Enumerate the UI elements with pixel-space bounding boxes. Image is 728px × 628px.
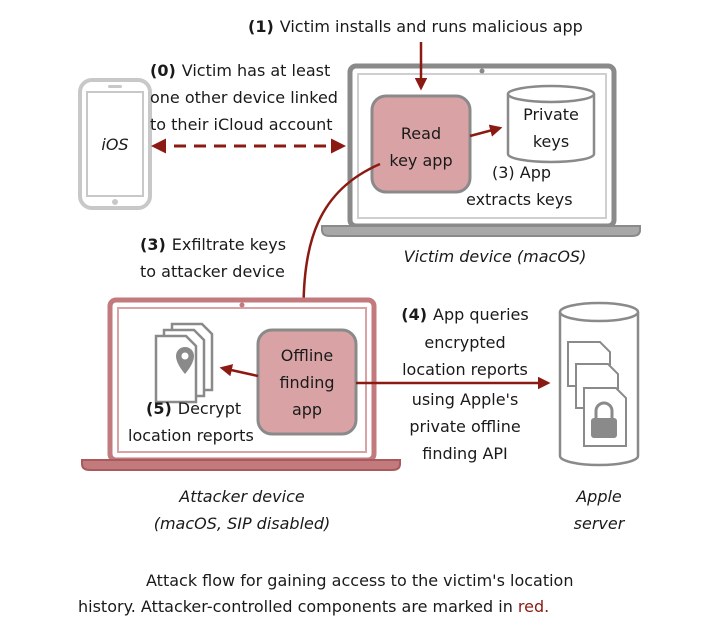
step0-line3: to their iCloud account [150, 115, 333, 134]
apple-server-label-line1: Apple [575, 487, 622, 506]
read-keys-arrow [469, 124, 503, 138]
server-icon [558, 301, 640, 467]
step4-line2: encrypted [424, 333, 505, 352]
step3-exfil-line1-text: Exfiltrate keys [172, 235, 286, 254]
step0-line1-text: Victim has at least [182, 61, 330, 80]
read-key-app-line2: key app [389, 151, 452, 170]
step3-exfil-number: (3) [140, 235, 166, 254]
read-key-app-line1: Read [401, 124, 441, 143]
step1-label: (1) Victim installs and runs malicious ap… [248, 17, 583, 36]
attacker-device-label-line2: (macOS, SIP disabled) [154, 514, 331, 533]
caption-line2-text: history. Attacker-controlled components … [78, 597, 513, 616]
attacker-device-label-line1: Attacker device [178, 487, 305, 506]
step4-line3: location reports [402, 360, 528, 379]
figure-caption: Attack flow for gaining access to the vi… [78, 568, 678, 620]
caption-red-word: red. [517, 597, 550, 616]
step5-line1-text: Decrypt [178, 399, 241, 418]
private-keys-line2: keys [533, 132, 569, 151]
step3-extract-line1: (3) App [492, 163, 551, 182]
attack-flow-diagram: iOS Read key app Private keys (3) App ex… [78, 17, 641, 533]
offline-app-line3: app [292, 400, 322, 419]
step4-line6: finding API [422, 444, 508, 463]
private-keys-line1: Private [523, 105, 579, 124]
caption-line2: history. Attacker-controlled components … [78, 594, 678, 620]
read-key-app-box [370, 94, 472, 194]
caption-line1: Attack flow for gaining access to the vi… [146, 571, 574, 590]
step3-exfil-line1: (3) Exfiltrate keys [140, 235, 286, 254]
step0-line2: one other device linked [150, 88, 338, 107]
exfiltrate-arrow [297, 162, 381, 331]
step5-number: (5) [146, 399, 172, 418]
offline-app-line2: finding [279, 373, 334, 392]
step1-text: Victim installs and runs malicious app [280, 17, 583, 36]
offline-app-line1: Offline [281, 346, 334, 365]
phone-icon [78, 78, 152, 210]
step3-extract-line2: extracts keys [466, 190, 573, 209]
step4-line1: (4) App queries [401, 305, 528, 324]
step0-line1: (0) Victim has at least [150, 61, 330, 80]
step3-exfil-line2: to attacker device [140, 262, 285, 281]
step4-line4: using Apple's [412, 390, 519, 409]
lock-icon [591, 401, 617, 438]
apple-server-label-line2: server [574, 514, 626, 533]
step4-line5: private offline [409, 417, 520, 436]
step5-line2: location reports [128, 426, 254, 445]
step4-number: (4) [401, 305, 427, 324]
database-icon [506, 84, 596, 164]
step5-line1: (5) Decrypt [146, 399, 241, 418]
victim-device-label: Victim device (macOS) [404, 247, 587, 266]
ios-label: iOS [101, 135, 128, 154]
step0-number: (0) [150, 61, 176, 80]
step4-line1-text: App queries [433, 305, 529, 324]
documents-location-icon [154, 322, 214, 404]
step1-number: (1) [248, 17, 274, 36]
decrypt-arrow [219, 364, 259, 378]
